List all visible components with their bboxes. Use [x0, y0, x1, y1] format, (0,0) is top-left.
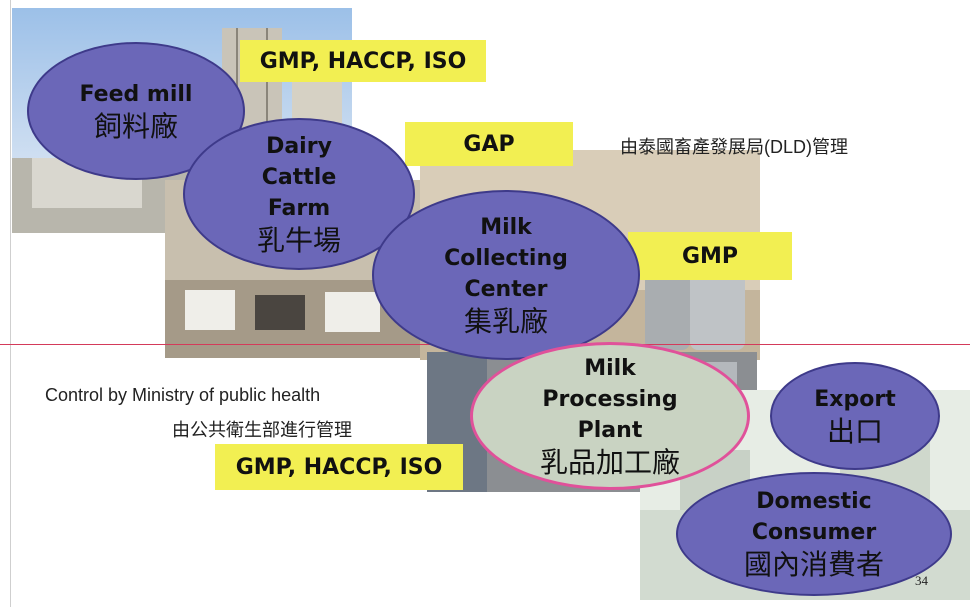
dairy-farm-label-line-3: Farm	[267, 195, 331, 221]
collecting-standards-badge: GMP	[628, 232, 792, 280]
milk-processing-node: Milk Processing Plant 乳品加工廠	[470, 342, 750, 490]
milk-collecting-node: Milk Collecting Center 集乳廠	[372, 190, 640, 360]
milk-collecting-label-zh: 集乳廠	[463, 304, 548, 338]
dairy-farm-label-line-1: Dairy	[266, 133, 332, 159]
milk-processing-label-zh: 乳品加工廠	[539, 445, 680, 479]
dairy-farm-node: Dairy Cattle Farm 乳牛場	[183, 118, 415, 270]
export-label: Export	[814, 386, 896, 412]
milk-processing-label-line-2: Processing	[542, 386, 678, 412]
milk-collecting-label-line-3: Center	[464, 276, 548, 302]
milk-processing-label-line-3: Plant	[577, 417, 643, 443]
milk-processing-label-line-1: Milk	[584, 355, 636, 381]
milk-collecting-label-line-1: Milk	[480, 214, 532, 240]
farm-standards-badge: GAP	[405, 122, 573, 166]
feed-mill-standards-badge: GMP, HACCP, ISO	[240, 40, 486, 82]
processing-standards-badge: GMP, HACCP, ISO	[215, 444, 463, 490]
dairy-farm-label-line-2: Cattle	[261, 164, 337, 190]
domestic-consumer-label-line-1: Domestic	[756, 489, 872, 514]
export-node: Export 出口	[770, 362, 940, 470]
feed-mill-label: Feed mill	[79, 81, 193, 107]
moph-note-zh: 由公共衛生部進行管理	[172, 420, 352, 440]
domestic-consumer-label-zh: 國內消費者	[743, 548, 884, 581]
feed-mill-node: Feed mill 飼料廠	[27, 42, 245, 180]
moph-note-en: Control by Ministry of public health	[45, 385, 321, 405]
domestic-consumer-label-line-2: Consumer	[751, 520, 877, 545]
feed-mill-label-zh: 飼料廠	[93, 109, 178, 143]
page-number: 34	[915, 573, 928, 588]
milk-collecting-label-line-2: Collecting	[444, 245, 568, 271]
dairy-farm-label-zh: 乳牛場	[256, 223, 341, 257]
export-label-zh: 出口	[826, 414, 883, 448]
slide-left-edge	[10, 0, 11, 607]
dld-note: 由泰國畜產發展局(DLD)管理	[620, 137, 848, 157]
domestic-consumer-node: Domestic Consumer 國內消費者	[676, 472, 952, 596]
